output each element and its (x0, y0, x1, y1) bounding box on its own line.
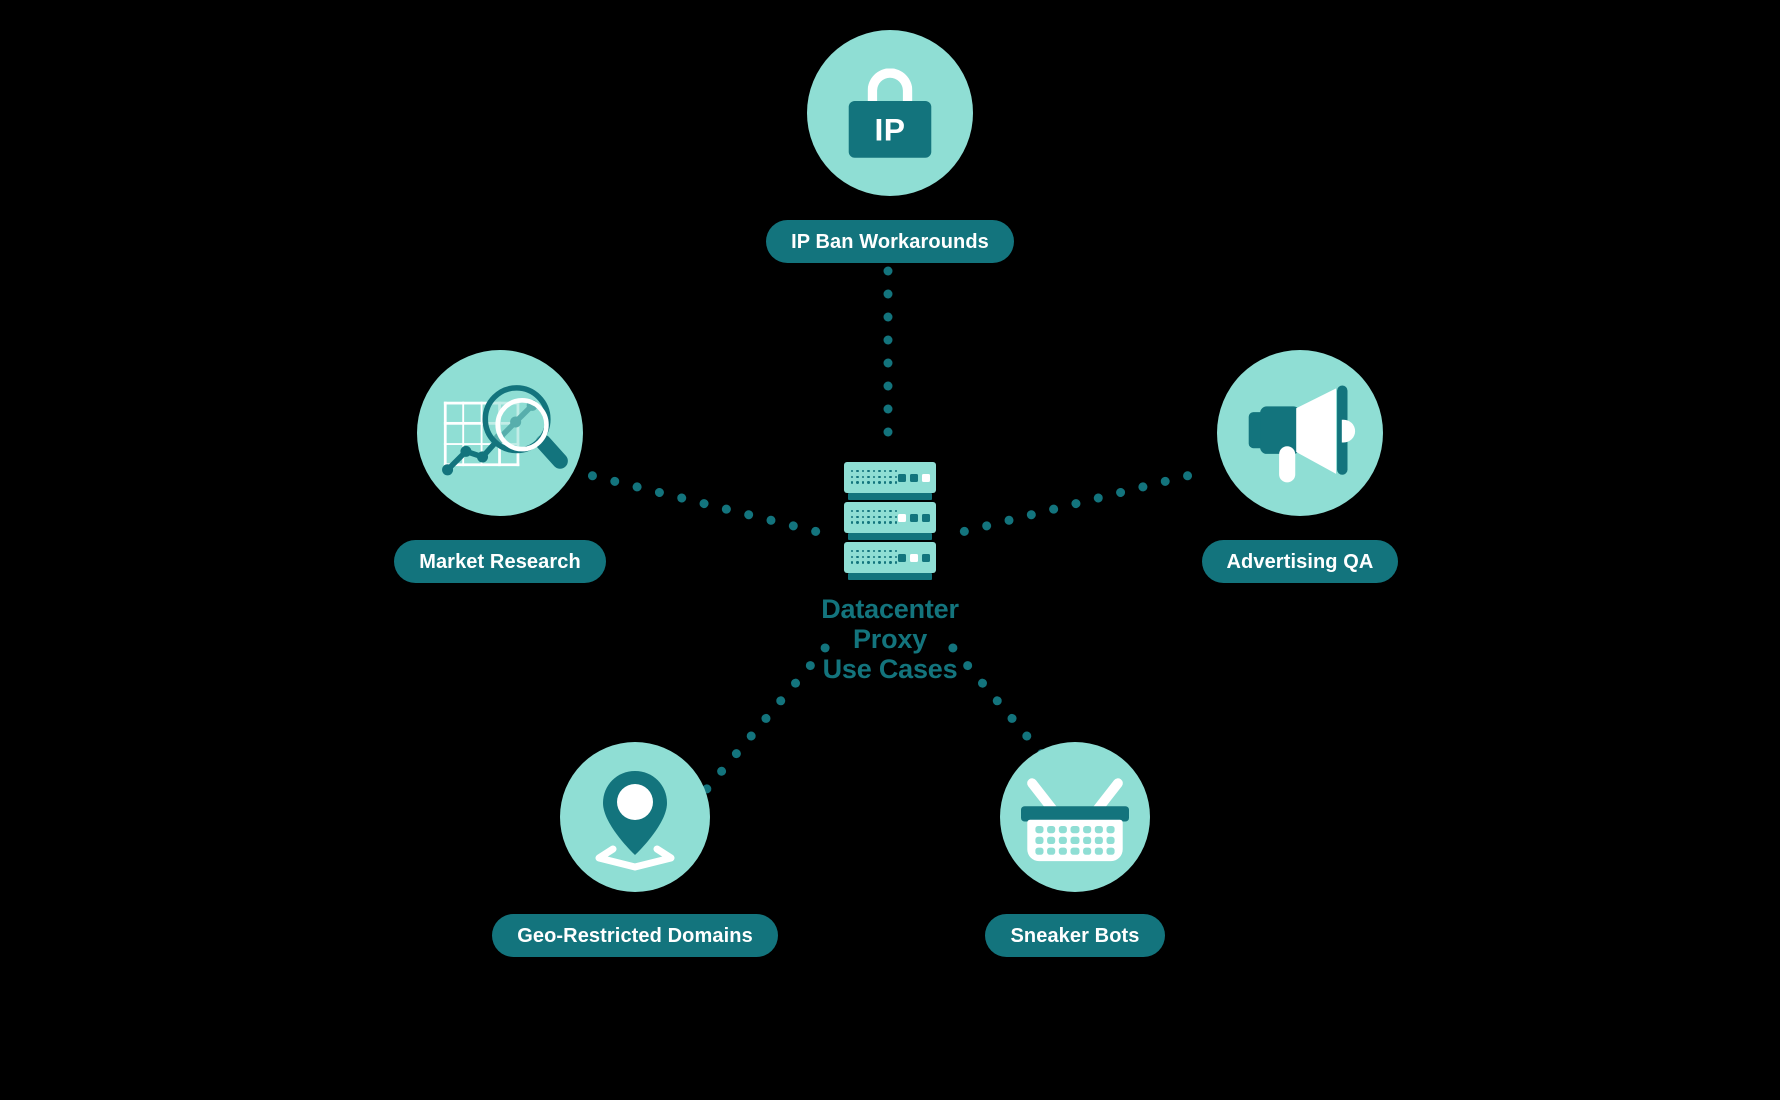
node-geo-restricted-domains[interactable]: Geo-Restricted Domains (440, 742, 830, 957)
map-pin-icon (595, 771, 675, 871)
geo-restricted-domains-circle (560, 742, 710, 892)
magnifier-chart-icon (442, 385, 572, 484)
market-research-circle (417, 350, 583, 516)
advertising-qa-circle (1217, 350, 1383, 516)
server-rack-icon (844, 462, 936, 580)
ip-ban-workarounds-circle: IP (807, 30, 973, 196)
node-label-sneaker-bots[interactable]: Sneaker Bots (985, 914, 1165, 957)
connector-center-to-ip-ban (883, 266, 893, 449)
center-node: Datacenter Proxy Use Cases (790, 462, 990, 685)
lock-ip-icon: IP (848, 68, 932, 158)
lock-ip-text: IP (874, 111, 906, 147)
center-title: Datacenter Proxy Use Cases (790, 594, 990, 685)
sneaker-bots-circle (1000, 742, 1150, 892)
node-advertising-qa[interactable]: Advertising QA (1130, 350, 1470, 583)
megaphone-icon (1248, 385, 1356, 483)
node-sneaker-bots[interactable]: Sneaker Bots (880, 742, 1270, 957)
node-ip-ban-workarounds[interactable]: IP IP Ban Workarounds (690, 30, 1090, 263)
node-label-advertising-qa[interactable]: Advertising QA (1201, 540, 1399, 583)
node-label-ip-ban-workarounds[interactable]: IP Ban Workarounds (766, 220, 1014, 263)
node-label-geo-restricted-domains[interactable]: Geo-Restricted Domains (492, 914, 778, 957)
center-title-line2: Use Cases (822, 654, 958, 685)
shopping-basket-icon (1021, 772, 1129, 862)
node-label-market-research[interactable]: Market Research (394, 540, 606, 583)
node-market-research[interactable]: Market Research (330, 350, 670, 583)
center-title-line1: Datacenter Proxy (821, 594, 959, 655)
